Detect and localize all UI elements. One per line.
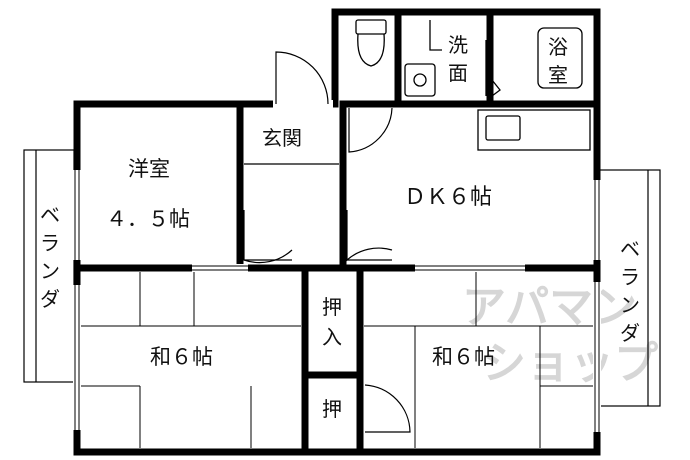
closet-upper-label-1: 押 xyxy=(322,295,342,319)
balcony-left-label-2: ラ xyxy=(40,231,60,255)
balcony-left-label-4: ダ xyxy=(40,287,60,311)
balcony-left-label-1: ベ xyxy=(40,203,60,227)
balcony-right-label-4: ダ xyxy=(620,321,640,345)
window-japanese-left xyxy=(73,285,81,430)
entrance-door-gap xyxy=(273,100,333,108)
western-room-label: 洋室 xyxy=(128,157,170,181)
entrance-label: 玄関 xyxy=(262,126,302,150)
outer-wall xyxy=(73,8,601,456)
watermark-line-1: アパマン xyxy=(462,282,637,333)
watermark: アパマン ショップ xyxy=(462,282,658,389)
dk-label: ＤＫ６帖 xyxy=(404,185,492,210)
toilet-door-swing xyxy=(348,107,393,153)
bath-label-1: 浴 xyxy=(548,35,568,59)
balcony-right-label-1: ベ xyxy=(620,237,640,261)
washroom-label-2: 面 xyxy=(448,61,468,85)
balcony-right-label-3: ン xyxy=(620,293,640,317)
sink-icon xyxy=(485,115,521,141)
balcony-left-label-3: ン xyxy=(40,259,60,283)
closet-lower-label: 押 xyxy=(322,397,342,421)
window-western xyxy=(73,170,81,260)
closet-door-swing xyxy=(364,384,411,433)
washbasin-icon xyxy=(404,63,436,97)
window-japanese-right xyxy=(593,282,601,432)
opening-dk-japanese xyxy=(415,264,525,272)
watermark-line-2: ショップ xyxy=(482,338,658,389)
closet-upper-label-2: 入 xyxy=(322,325,342,349)
balcony-right-label-2: ラ xyxy=(620,265,640,289)
kitchen-counter xyxy=(477,109,591,151)
dk-door-swing xyxy=(346,210,393,262)
bath-label-2: 室 xyxy=(548,63,568,87)
western-door-swing xyxy=(243,210,293,264)
japanese-right-label: 和６帖 xyxy=(432,345,495,369)
entrance-door-swing xyxy=(275,51,329,105)
window-dk xyxy=(593,180,601,260)
opening-western-japanese xyxy=(192,264,248,272)
washer-pipe-icon xyxy=(429,20,442,51)
washroom-label-1: 洗 xyxy=(448,33,468,57)
toilet-icon xyxy=(355,19,387,67)
bathtub-icon xyxy=(537,27,583,89)
japanese-left-label: 和６帖 xyxy=(150,345,213,369)
western-room-size: ４．５帖 xyxy=(106,207,190,231)
